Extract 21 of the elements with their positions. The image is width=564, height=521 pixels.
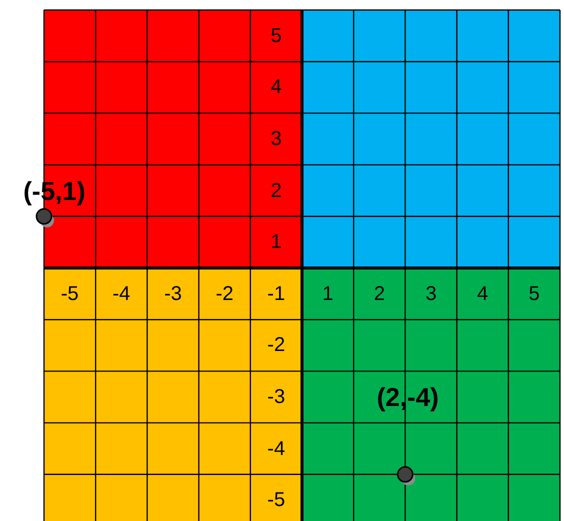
axis-number: -4 <box>267 438 286 460</box>
axis-number: 3 <box>270 128 282 150</box>
axis-number: 5 <box>270 24 282 47</box>
axis-number: 5 <box>528 282 540 305</box>
axis-number: 2 <box>270 180 282 202</box>
axis-number: 3 <box>425 282 437 305</box>
axis-number: -3 <box>267 386 286 408</box>
point-marker <box>396 466 416 486</box>
axis-number: -4 <box>112 282 130 305</box>
axis-number: 4 <box>270 76 282 98</box>
axis-number: 2 <box>374 282 385 305</box>
axis-number: -1 <box>267 282 286 305</box>
axis-number: 4 <box>477 282 488 305</box>
axis-number: -2 <box>216 282 234 305</box>
axis-number: 1 <box>322 282 334 305</box>
axis-number: -5 <box>60 282 79 305</box>
axis-number: -2 <box>267 334 286 356</box>
axis-number: -5 <box>267 489 286 512</box>
point-marker <box>36 208 54 228</box>
axis-number: -3 <box>164 282 182 305</box>
axis-number: 1 <box>270 231 282 254</box>
